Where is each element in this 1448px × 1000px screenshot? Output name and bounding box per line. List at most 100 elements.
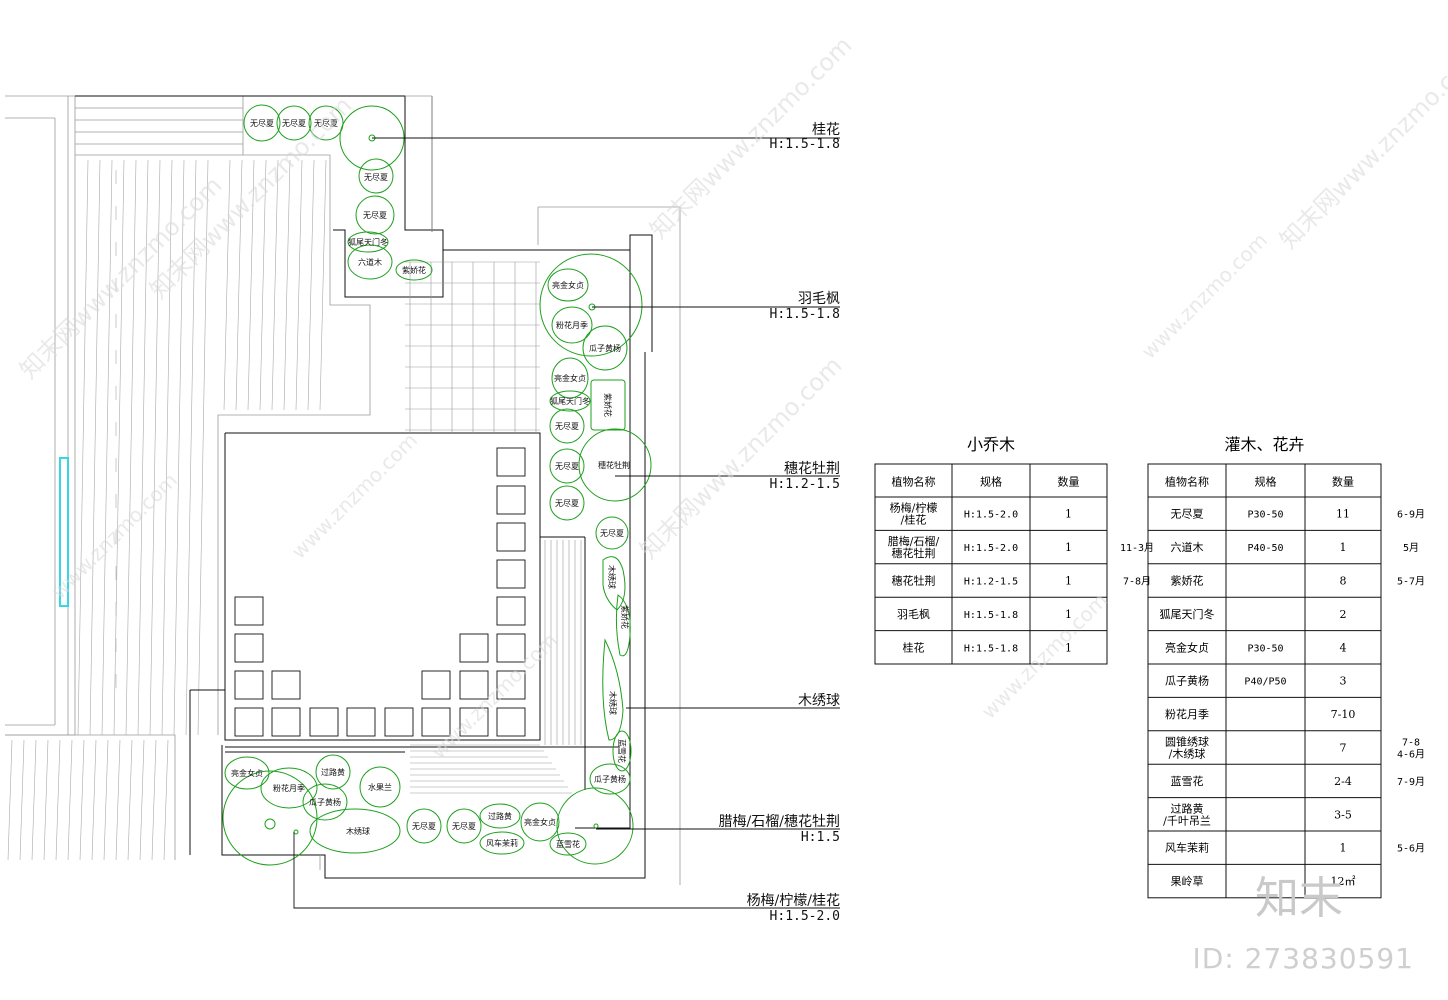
plank-line (67, 739, 73, 861)
table-cell: 7 (1340, 742, 1347, 755)
table-header: 规格 (1255, 475, 1277, 489)
stepping-stone (459, 707, 489, 737)
plank-line (247, 159, 255, 411)
plank-line (31, 739, 37, 861)
wood-deck (5, 95, 371, 860)
table-cell: /千叶吊兰 (1163, 814, 1211, 827)
plank-line (283, 159, 291, 411)
table-border (1147, 463, 1382, 899)
stepping-stone (496, 559, 526, 589)
table-cell: P30-50 (1247, 643, 1283, 654)
callouts: 桂花 H:1.5-1.8 羽毛枫 H:1.5-1.8 穗花牡荆 H:1.2-1.… (719, 122, 840, 924)
table-cell: 果岭草 (1171, 874, 1204, 888)
stepping-stone (496, 596, 526, 626)
watermark-layer: 知末网www.znzmo.comwww.znzmo.com知末网www.znzm… (14, 31, 1448, 763)
plank-line (113, 159, 125, 736)
table-cell: P40-50 (1247, 543, 1283, 554)
plank-line (319, 159, 327, 411)
table-cell: 六道木 (1171, 540, 1204, 554)
plank-line (223, 159, 231, 411)
plank-line (101, 159, 113, 736)
plank-line (149, 159, 161, 736)
table-cell: 圆锥绣球 (1165, 735, 1209, 749)
plant-tag: 过路黄 (321, 767, 345, 777)
steps (410, 540, 582, 794)
stepping-stone (496, 707, 526, 737)
watermark-text: www.znzmo.com (977, 588, 1113, 724)
table-header: 植物名称 (1165, 475, 1209, 489)
plank-line (259, 159, 267, 411)
callout-spec: H:1.5 (801, 830, 840, 845)
plant-tag: 瓜子黄杨 (589, 343, 621, 353)
outer-lines (319, 95, 681, 885)
plant-tag: 粉花月季 (556, 320, 588, 330)
plant-tag: 木绣球 (607, 565, 617, 589)
plant-tag: 无尽夏 (555, 499, 579, 508)
plant-tag: 粉花月季 (273, 783, 305, 793)
plank-line (137, 159, 149, 736)
watermark-logo: 知末 (1255, 873, 1343, 924)
table-cell: 3-5 (1334, 808, 1352, 821)
stepping-stone (271, 707, 301, 737)
stepping-stone (309, 707, 339, 737)
plant-tag: 无尽夏 (250, 119, 274, 128)
table-cell: 2-4 (1334, 775, 1352, 788)
watermark-text: 知末网www.znzmo.com (634, 351, 847, 564)
plank-line (163, 739, 169, 861)
plant-tag: 瓜子黄杨 (309, 797, 341, 807)
watermark-text: www.znzmo.com (287, 428, 423, 564)
plank-line (55, 739, 61, 861)
table-cell: /桂花 (901, 513, 927, 527)
callout-name: 木绣球 (798, 693, 840, 709)
table-cell: 4 (1340, 641, 1347, 654)
table-cell: H:1.5-1.8 (964, 643, 1018, 654)
plank-line (77, 159, 89, 736)
callout-name: 杨梅/柠檬/桂花 (747, 893, 840, 909)
table-cell: 3 (1340, 675, 1347, 688)
stepping-stone (234, 596, 264, 626)
table-cell: P30-50 (1247, 510, 1283, 521)
table-note: 5-6月 (1397, 843, 1425, 855)
plank-line (185, 159, 197, 736)
table-cell: 1 (1065, 575, 1072, 588)
stepping-stone (384, 707, 414, 737)
plant-tag: 无尽夏 (555, 422, 579, 431)
plant-tag: 木绣球 (608, 691, 618, 715)
plant-tag: 紫娇花 (620, 605, 630, 629)
plant-tag: 无尽夏 (452, 822, 476, 831)
table-cell: 穗花牡荆 (892, 546, 936, 560)
table-header: 规格 (980, 475, 1002, 489)
stepping-stone (496, 522, 526, 552)
table-cell: H:1.2-1.5 (964, 577, 1018, 588)
window-glass (59, 457, 69, 607)
table-note: 7-8月 (1123, 576, 1151, 588)
stepping-stone (496, 633, 526, 663)
stepping-stone (271, 670, 301, 700)
callout-name: 羽毛枫 (798, 291, 840, 307)
callout-name: 穗花牡荆 (784, 461, 840, 477)
plank-line (79, 739, 85, 861)
plant-tag: 紫娇花 (402, 265, 426, 275)
table-header: 数量 (1332, 476, 1354, 489)
plant-tag: 狐尾天门冬 (348, 237, 388, 247)
stepping-stone (234, 633, 264, 663)
table-cell: 1 (1065, 608, 1072, 621)
watermark-id: ID: 273830591 (1192, 942, 1414, 975)
table-cell: 8 (1340, 575, 1347, 588)
plank-line (307, 159, 315, 411)
plank-line (235, 159, 243, 411)
table-title: 灌木、花卉 (1224, 435, 1304, 454)
plant-tag: 无尽夏 (364, 173, 388, 182)
plant-tag: 亮金女贞 (552, 280, 584, 290)
table-cell: 狐尾天门冬 (1160, 607, 1215, 621)
plant-tag: 水果兰 (368, 782, 392, 792)
table-cell: P40/P50 (1244, 677, 1286, 688)
table-cell: 过路黄 (1171, 801, 1204, 815)
table-cell: 亮金女贞 (1165, 640, 1209, 654)
plant-tag: 无尽夏 (363, 211, 387, 220)
plant-tag: 亮金女贞 (231, 768, 263, 778)
table-note: 7-9月 (1397, 776, 1425, 788)
